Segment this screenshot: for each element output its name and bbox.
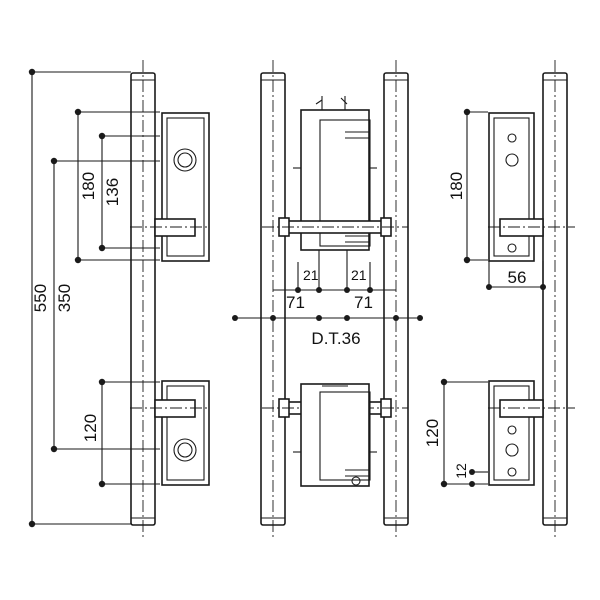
- rear-lower-arm: [499, 399, 544, 418]
- side-lower-lock-body: [300, 383, 370, 487]
- front-view: 550 350 180 136 120: [28, 60, 210, 540]
- dim-rear-lower: 120: [423, 419, 442, 447]
- dim-offset-left: 21: [303, 267, 319, 283]
- front-lower-plate: [161, 380, 210, 486]
- rear-upper-plate: [488, 112, 535, 262]
- rear-upper-arm: [499, 218, 544, 237]
- front-upper-plate: [161, 112, 210, 262]
- dim-offset-right: 21: [351, 267, 367, 283]
- rear-view: 180 56 120 12: [423, 60, 575, 540]
- front-lower-arm: [154, 399, 196, 418]
- dim-spindle-right: 71: [354, 293, 373, 312]
- dim-door-thickness: D.T.36: [311, 329, 360, 348]
- front-upper-arm: [154, 218, 196, 237]
- rear-lower-plate: [488, 380, 535, 486]
- dim-lower-lock: 120: [81, 414, 100, 442]
- dim-rear-upper: 180: [447, 172, 466, 200]
- dim-overall-length: 550: [31, 284, 50, 312]
- dim-spindle-left: 71: [286, 293, 305, 312]
- dim-lock-outer: 180: [79, 172, 98, 200]
- side-view: 21 21 71 71 D.T.36: [232, 60, 423, 540]
- dim-rear-small: 12: [453, 463, 469, 479]
- dim-grip-span: 350: [55, 284, 74, 312]
- dim-lock-inner: 136: [103, 178, 122, 206]
- dim-rear-depth: 56: [508, 268, 527, 287]
- front-upper-cylinder: [173, 148, 197, 172]
- front-lower-cylinder: [173, 438, 197, 462]
